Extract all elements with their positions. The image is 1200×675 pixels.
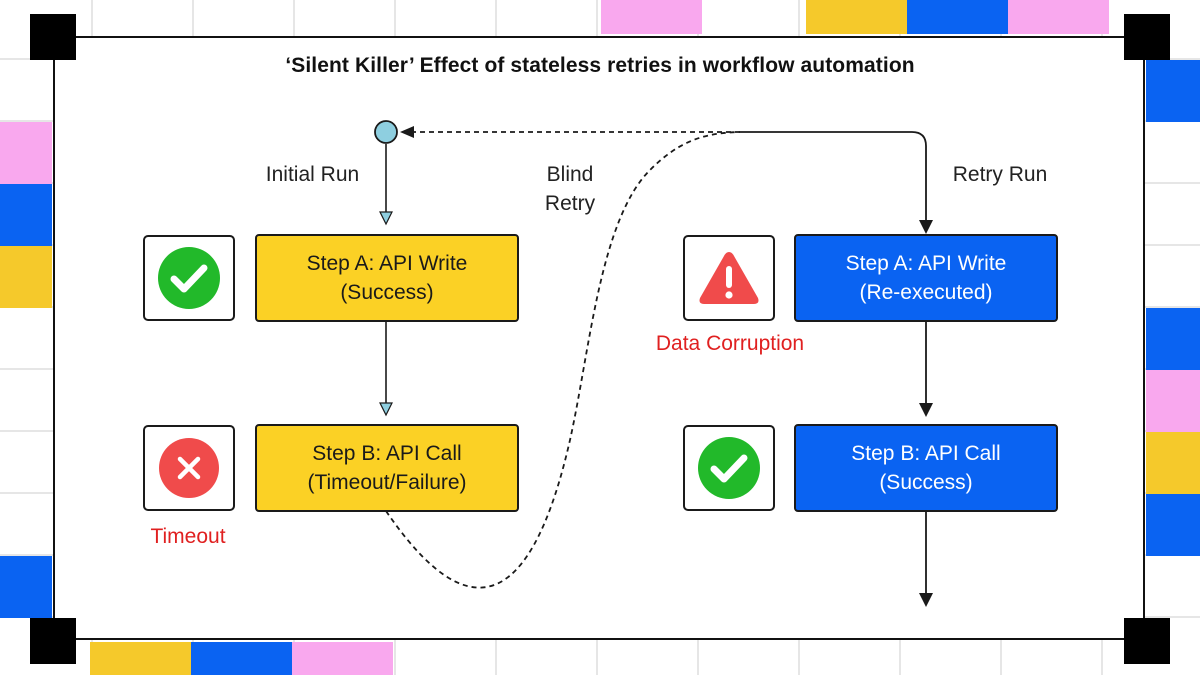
bg-tile-blue bbox=[907, 0, 1008, 34]
label-blind-retry-line1: Blind bbox=[546, 163, 594, 186]
step-b-api-call-retry: Step B: API Call (Success) bbox=[794, 424, 1058, 512]
arrowhead-left bbox=[400, 126, 414, 138]
bg-tile-pink bbox=[601, 0, 702, 34]
step-a-initial-line2: (Success) bbox=[340, 281, 434, 304]
status-box-retry-step-b bbox=[683, 425, 775, 511]
label-blind-retry: Blind Retry bbox=[520, 160, 620, 218]
warning-icon bbox=[699, 252, 759, 304]
step-b-api-call-initial: Step B: API Call (Timeout/Failure) bbox=[255, 424, 519, 512]
arrowhead-triangle bbox=[379, 402, 393, 417]
bg-tile-pink bbox=[1008, 0, 1109, 34]
step-a-retry-line1: Step A: API Write bbox=[845, 252, 1007, 275]
bg-tile-blue bbox=[191, 642, 292, 675]
bg-tile-blue bbox=[1146, 60, 1200, 122]
start-node bbox=[374, 120, 398, 144]
corner-square-bottom-left bbox=[30, 618, 76, 664]
bg-tile-yellow bbox=[1146, 432, 1200, 494]
step-a-api-write-retry: Step A: API Write (Re-executed) bbox=[794, 234, 1058, 322]
bg-tile-pink bbox=[0, 122, 52, 184]
status-box-initial-step-a bbox=[143, 235, 235, 321]
step-a-api-write-initial: Step A: API Write (Success) bbox=[255, 234, 519, 322]
check-icon bbox=[158, 247, 220, 309]
status-box-initial-step-b bbox=[143, 425, 235, 511]
corner-square-top-left bbox=[30, 14, 76, 60]
error-x-icon bbox=[159, 438, 219, 498]
label-initial-run: Initial Run bbox=[265, 163, 360, 186]
label-blind-retry-line2: Retry bbox=[544, 192, 596, 215]
diagram-panel bbox=[53, 36, 1145, 640]
label-retry-run: Retry Run bbox=[952, 163, 1048, 186]
bg-tile-blue bbox=[1146, 308, 1200, 370]
arrowhead-down bbox=[919, 403, 933, 417]
step-b-initial-line2: (Timeout/Failure) bbox=[307, 471, 467, 494]
diagram-title: ‘Silent Killer’ Effect of stateless retr… bbox=[285, 54, 915, 77]
arrowhead-triangle bbox=[379, 211, 393, 226]
bg-tile-pink bbox=[1146, 370, 1200, 432]
corner-square-top-right bbox=[1124, 14, 1170, 60]
step-a-initial-line1: Step A: API Write bbox=[306, 252, 468, 275]
label-timeout: Timeout bbox=[150, 525, 226, 548]
arrowhead-down bbox=[919, 593, 933, 607]
step-b-retry-line2: (Success) bbox=[879, 471, 973, 494]
bg-tile-blue bbox=[0, 556, 52, 618]
step-b-retry-line1: Step B: API Call bbox=[851, 442, 1001, 465]
check-icon bbox=[698, 437, 760, 499]
step-a-retry-line2: (Re-executed) bbox=[859, 281, 993, 304]
label-data-corruption: Data Corruption bbox=[655, 332, 805, 355]
bg-tile-blue bbox=[0, 184, 52, 246]
status-box-retry-step-a bbox=[683, 235, 775, 321]
bg-tile-yellow bbox=[0, 246, 52, 308]
bg-tile-yellow bbox=[806, 0, 907, 34]
blind-retry-dashed-curve bbox=[385, 131, 741, 589]
step-b-initial-line1: Step B: API Call bbox=[312, 442, 462, 465]
bg-tile-blue bbox=[1146, 494, 1200, 556]
connector-retry-to-step-a bbox=[740, 131, 927, 222]
arrowhead-down bbox=[919, 220, 933, 234]
bg-tile-pink bbox=[292, 642, 393, 675]
bg-tile-yellow bbox=[90, 642, 191, 675]
corner-square-bottom-right bbox=[1124, 618, 1170, 664]
